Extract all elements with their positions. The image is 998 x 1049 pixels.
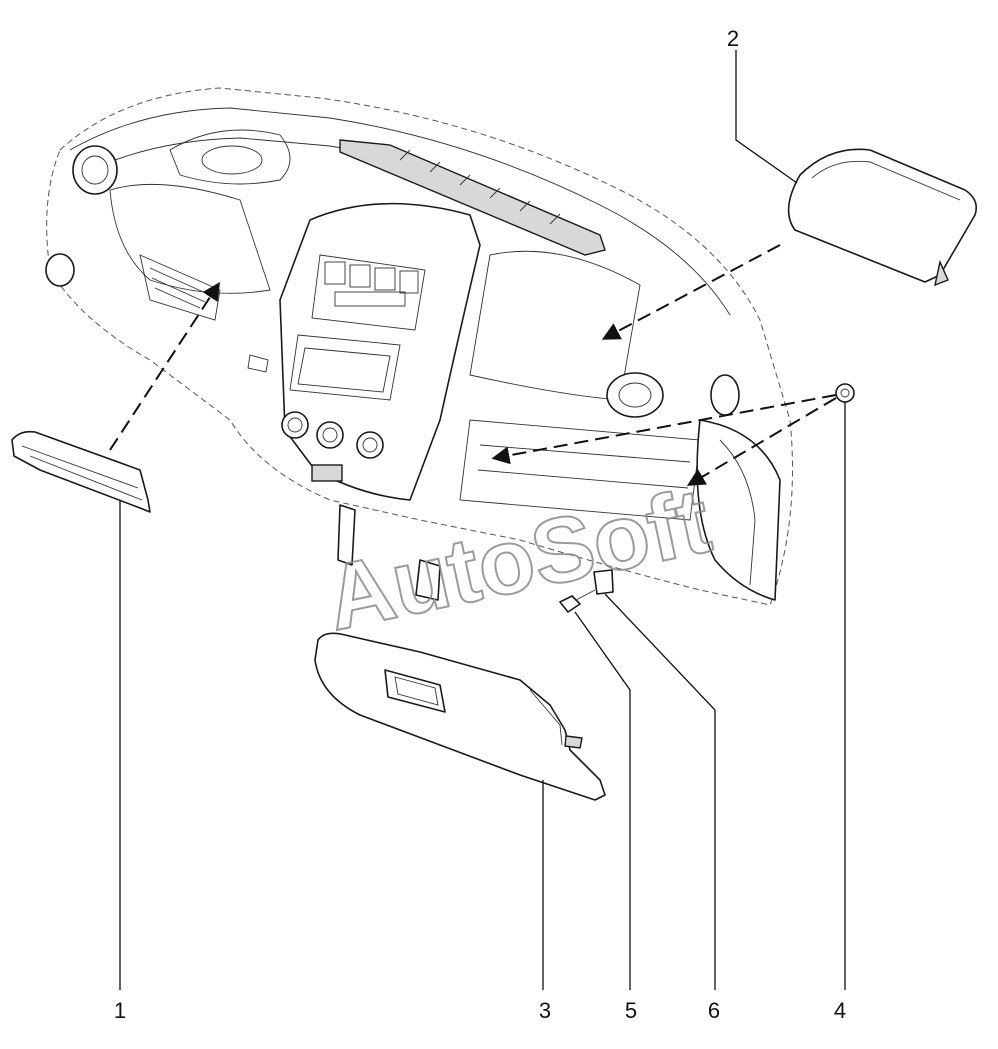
part-2-airbag-cover — [787, 148, 978, 287]
callout-2: 2 — [727, 26, 739, 51]
part-5-screw — [559, 589, 596, 613]
part-1-lower-trim-panel — [11, 430, 151, 513]
dashboard-assembly — [45, 87, 793, 606]
callout-6: 6 — [708, 998, 720, 1023]
callout-3: 3 — [539, 998, 551, 1023]
callout-5: 5 — [625, 998, 637, 1023]
part-6-nut-clip — [593, 569, 614, 595]
callout-1: 1 — [114, 998, 126, 1023]
callout-labels: 1 2 3 4 5 6 — [114, 26, 846, 1023]
watermark-text: AutoSoft — [318, 470, 719, 651]
assembly-arrows — [109, 244, 837, 486]
callout-4: 4 — [834, 998, 846, 1023]
part-3-glove-box — [314, 632, 606, 801]
leader-lines — [119, 50, 846, 990]
part-4-clip — [835, 383, 855, 403]
